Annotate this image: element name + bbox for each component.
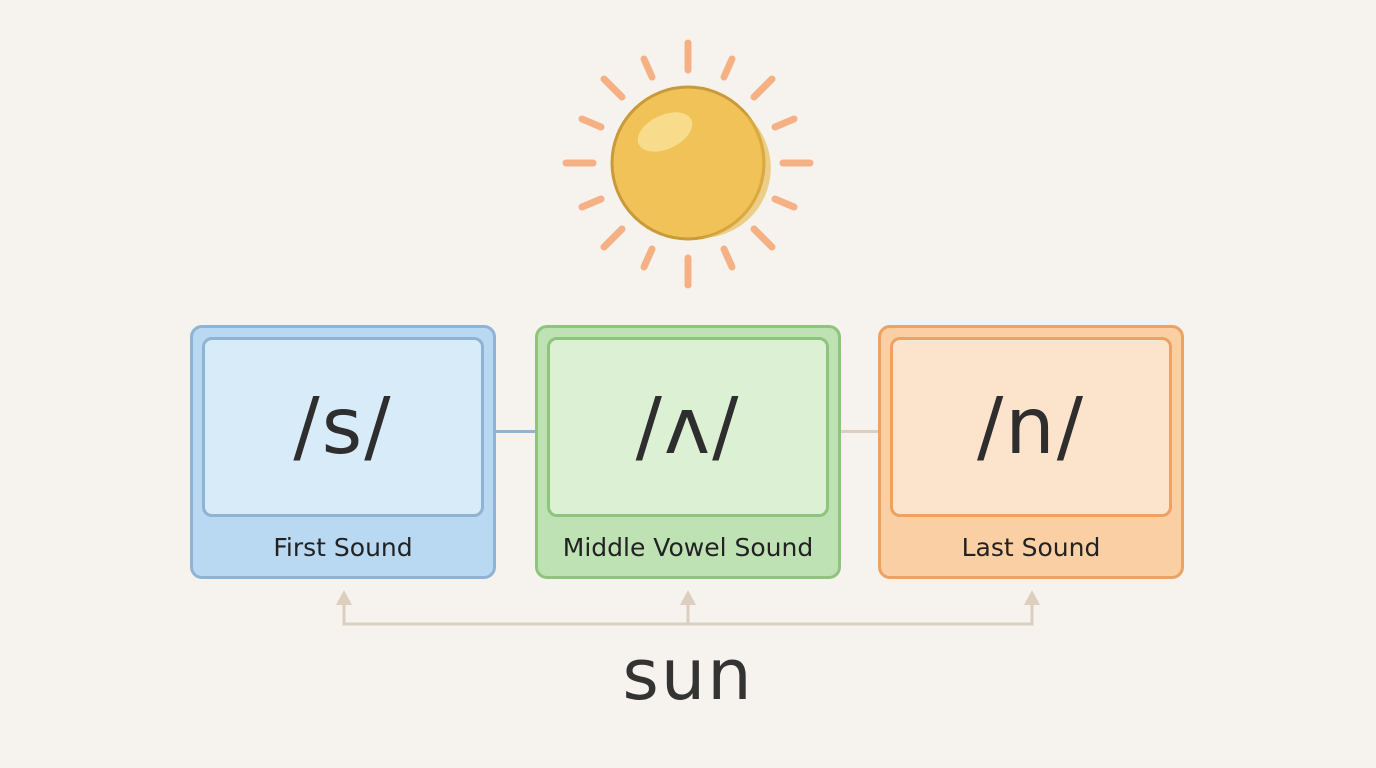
phoneme-panel: /ʌ/ <box>547 337 829 517</box>
card-first-sound: /s/ First Sound <box>190 325 496 579</box>
card-label: Middle Vowel Sound <box>562 533 814 562</box>
arrow-up-icon <box>336 590 352 605</box>
phoneme-panel: /s/ <box>202 337 484 517</box>
arrow-up-icon <box>1024 590 1040 605</box>
phoneme-panel: /n/ <box>890 337 1172 517</box>
phoneme-text: /n/ <box>977 382 1085 472</box>
card-label: Last Sound <box>961 533 1101 562</box>
phoneme-text: /ʌ/ <box>635 382 741 472</box>
word-text: sun <box>622 634 754 716</box>
connector-line <box>841 430 878 433</box>
card-middle-vowel-sound: /ʌ/ Middle Vowel Sound <box>535 325 841 579</box>
arrow-up-icon <box>680 590 696 605</box>
card-label: First Sound <box>273 533 413 562</box>
card-last-sound: /n/ Last Sound <box>878 325 1184 579</box>
connector-line <box>496 430 535 433</box>
phoneme-text: /s/ <box>293 382 393 472</box>
